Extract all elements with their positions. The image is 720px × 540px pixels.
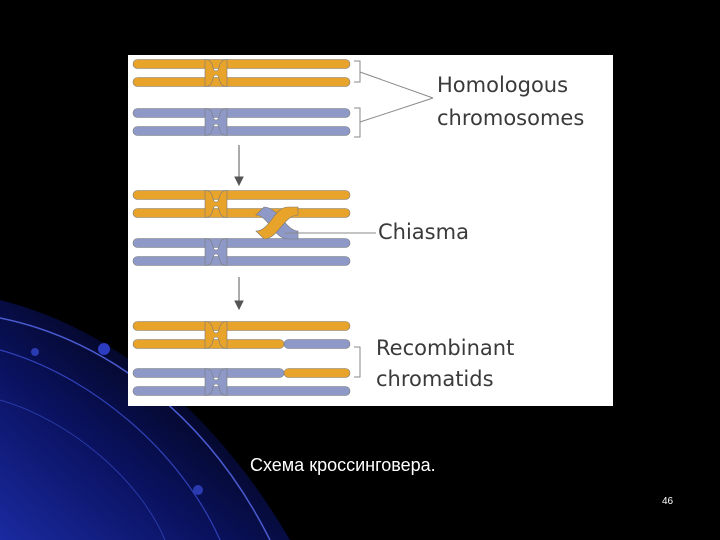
slide-number: 46 — [662, 496, 674, 507]
centromere — [204, 108, 228, 136]
chromatid — [132, 190, 351, 200]
bracket-lower — [354, 107, 361, 138]
swoosh-line — [0, 349, 221, 540]
centromere — [204, 238, 228, 266]
chromatid — [132, 321, 351, 331]
chromatid — [132, 59, 351, 69]
chromatid — [283, 368, 351, 378]
pointer-line-lower — [359, 97, 434, 123]
swoosh-line — [0, 399, 166, 540]
stage-arrow-head — [234, 300, 244, 311]
chiasma-cross-maternal — [255, 206, 299, 240]
chromatid — [132, 256, 351, 266]
label-recombinant-line2: chromatids — [376, 367, 494, 391]
chromatid — [283, 339, 351, 349]
label-homologous-line2: chromosomes — [437, 106, 584, 130]
label-homologous-line1: Homologous — [437, 73, 568, 97]
centromere — [204, 368, 228, 396]
centromere — [204, 190, 228, 218]
dot-decoration — [98, 343, 110, 355]
chromatid — [132, 238, 351, 248]
chromatid — [132, 108, 351, 118]
chromatid — [132, 208, 351, 218]
chromatid — [132, 126, 351, 136]
crossing-over-diagram: Homologous chromosomes Chiasma Recombina… — [128, 55, 613, 406]
label-chiasma: Chiasma — [378, 220, 469, 244]
chromatid — [132, 386, 351, 396]
dot-decoration — [31, 348, 39, 356]
centromere — [204, 321, 228, 349]
chromatid — [132, 77, 351, 87]
blue-swoosh — [0, 300, 290, 540]
centromere — [204, 59, 228, 87]
chromatid-layer — [132, 59, 351, 396]
bracket-recombinant — [354, 346, 361, 378]
bracket-upper — [354, 60, 361, 83]
dot-decoration — [193, 485, 203, 495]
pointer-line-upper — [359, 71, 434, 99]
stage-arrow-head — [234, 176, 244, 187]
slide-caption: Схема кроссинговера. — [250, 455, 436, 475]
label-recombinant-line1: Recombinant — [376, 336, 514, 360]
